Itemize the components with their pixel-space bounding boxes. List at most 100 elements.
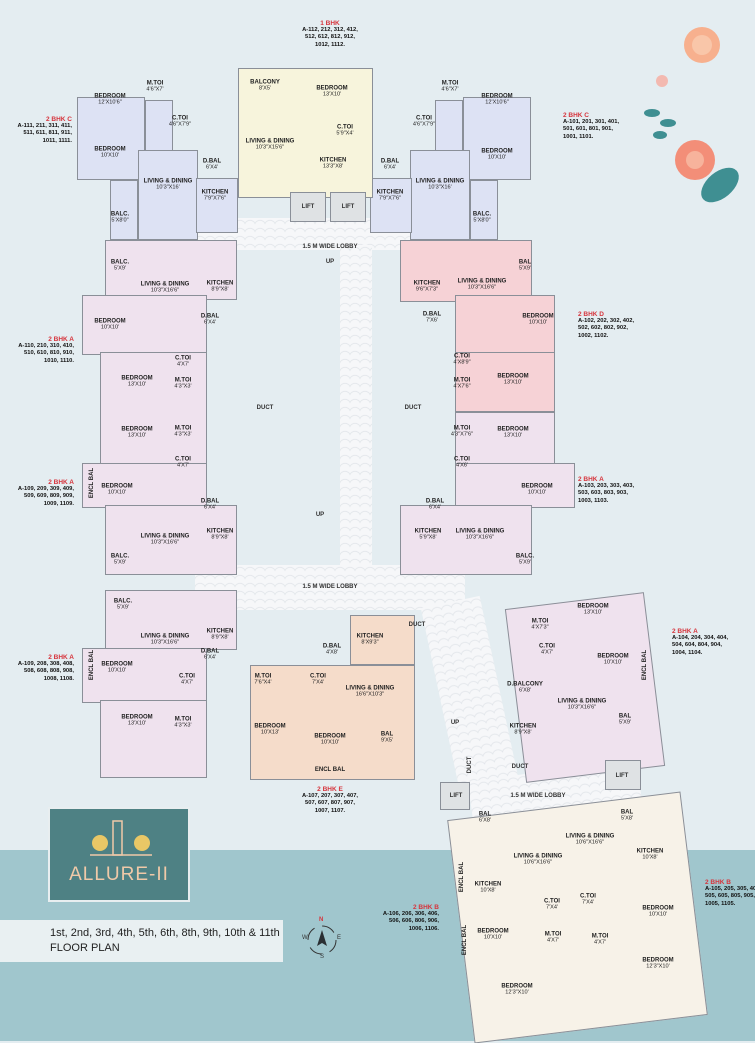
room-name: BEDROOM (501, 983, 533, 990)
lift-shaft (330, 192, 366, 222)
project-name: ALLURE-II (69, 864, 169, 885)
room-size: 10'X10' (100, 153, 120, 159)
room-name: BEDROOM (101, 661, 133, 668)
room-name: D.BAL (380, 158, 400, 165)
room-size: 12'X10'6" (98, 100, 122, 106)
common-area-label: LIFT (615, 773, 629, 779)
room-block (350, 615, 415, 665)
room-block (82, 648, 207, 703)
unit-numbers: A-103, 203, 303, 403, 503, 603, 803, 903… (578, 483, 635, 504)
common-area-label: LIFT (301, 204, 315, 210)
room-block (82, 463, 207, 508)
compass: N E S W (302, 917, 342, 960)
room-name: BEDROOM (521, 483, 553, 490)
room-label: BALC.5'X8'0" (473, 212, 491, 225)
room-block (138, 150, 198, 240)
room-name: D.BAL (202, 158, 222, 165)
room-size: 10'X10' (107, 490, 127, 496)
common-area-label: LIFT (449, 793, 463, 799)
room-size: 10'3"X16' (156, 185, 180, 191)
room-size: 6'X4' (428, 505, 442, 511)
room-name: BALCONY (250, 79, 280, 86)
unit-type: 2 BHK A (672, 628, 698, 635)
lift-shaft (290, 192, 326, 222)
room-size: 7'9"X7'6" (203, 196, 227, 202)
room-name: C.TOI (416, 115, 432, 122)
unit-type: 2 BHK C (45, 116, 72, 123)
room-name: KITCHEN (206, 628, 234, 635)
room-name: BEDROOM (254, 723, 286, 730)
room-name: BEDROOM (121, 714, 153, 721)
room-size: 5'X9' (113, 266, 127, 272)
unit-numbers: A-104, 204, 304, 404, 504, 604, 804, 904… (672, 635, 729, 656)
room-size: 5'X8'0" (473, 218, 491, 224)
room-name: M.TOI (254, 673, 272, 680)
room-size: 4'6"X7'9" (168, 122, 192, 128)
room-size: 8'9"X8' (514, 730, 532, 736)
room-name: C.TOI (175, 456, 191, 463)
room-label: BALC.5'X9' (114, 599, 132, 612)
room-size: 4'X7' (180, 680, 194, 686)
room-size: 5'X9' (116, 605, 130, 611)
room-name: ENCL BAL (461, 924, 468, 956)
room-size: 5'X9' (113, 560, 127, 566)
room-label: BALC.5'X9' (516, 554, 534, 567)
room-name: BEDROOM (522, 313, 554, 320)
lift-shaft (605, 760, 641, 790)
room-name: BEDROOM (94, 318, 126, 325)
room-name: M.TOI (453, 425, 471, 432)
common-area-label: 1.5 M WIDE LOBBY (302, 244, 358, 250)
room-name: M.TOI (591, 933, 609, 940)
room-block (455, 412, 555, 467)
room-name: BAL (618, 713, 632, 720)
room-name: D.BAL (422, 311, 442, 318)
room-name: BAL (478, 811, 492, 818)
room-size: 4'3"X7'6" (450, 432, 474, 438)
room-name: D.BALCONY (507, 681, 543, 688)
room-name: BEDROOM (316, 85, 348, 92)
room-label: BALC.5'X8'0" (111, 212, 129, 225)
room-size: 5'9"X4' (336, 131, 354, 137)
room-name: KITCHEN (636, 848, 664, 855)
room-block (100, 700, 207, 778)
room-size: 5'X8' (620, 816, 634, 822)
room-name: BALC. (515, 553, 535, 560)
room-size: 4'X7'6" (453, 384, 471, 390)
unit-numbers: A-111, 211, 311, 411, 511, 611, 811, 911… (17, 123, 72, 144)
room-name: BEDROOM (481, 93, 513, 100)
common-area-label: 1.5 M WIDE LOBBY (510, 793, 566, 799)
project-logo: ALLURE-II (48, 807, 190, 902)
room-size: 10'3"X16'6" (567, 705, 597, 711)
room-name: D.BAL (200, 648, 220, 655)
room-block (110, 180, 138, 240)
room-name: LIVING & DINING (143, 178, 193, 185)
